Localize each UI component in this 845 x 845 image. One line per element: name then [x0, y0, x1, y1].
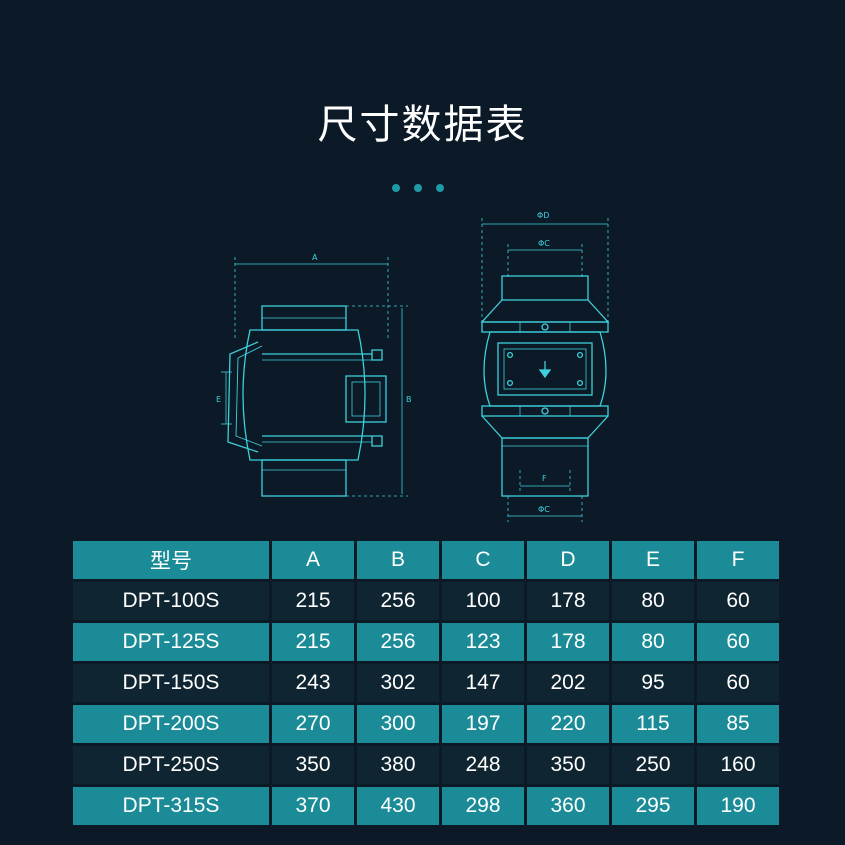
cell-f: 60 [697, 623, 779, 661]
page-title: 尺寸数据表 [317, 102, 528, 148]
cell-e: 295 [612, 787, 694, 825]
cell-d: 220 [527, 705, 609, 743]
cell-model: DPT-200S [73, 705, 269, 743]
dim-label-phi-d: ΦD [537, 211, 549, 220]
cell-model: DPT-150S [73, 664, 269, 702]
cell-b: 380 [357, 746, 439, 784]
cell-f: 85 [697, 705, 779, 743]
dim-label-phi-c-bottom: ΦC [538, 505, 550, 514]
cell-e: 80 [612, 582, 694, 620]
cell-b: 256 [357, 623, 439, 661]
cell-b: 430 [357, 787, 439, 825]
dot-icon [414, 184, 422, 192]
cell-e: 80 [612, 623, 694, 661]
cell-f: 60 [697, 582, 779, 620]
cell-model: DPT-315S [73, 787, 269, 825]
cell-a: 243 [272, 664, 354, 702]
table-row: DPT-150S 243 302 147 202 95 60 [73, 664, 779, 702]
cell-model: DPT-250S [73, 746, 269, 784]
cell-b: 300 [357, 705, 439, 743]
cell-model: DPT-125S [73, 623, 269, 661]
header-d: D [527, 541, 609, 579]
header-e: E [612, 541, 694, 579]
cell-b: 256 [357, 582, 439, 620]
dimension-table: 型号 A B C D E F DPT-100S 215 256 100 178 … [70, 538, 782, 828]
cell-c: 248 [442, 746, 524, 784]
header-model: 型号 [73, 541, 269, 579]
dim-label-f: F [542, 474, 547, 483]
cell-a: 350 [272, 746, 354, 784]
cell-a: 270 [272, 705, 354, 743]
cell-a: 215 [272, 582, 354, 620]
decorative-dots [392, 184, 458, 194]
cell-e: 250 [612, 746, 694, 784]
cell-e: 115 [612, 705, 694, 743]
dot-icon [436, 184, 444, 192]
front-view [480, 218, 610, 522]
header-f: F [697, 541, 779, 579]
table-row: DPT-100S 215 256 100 178 80 60 [73, 582, 779, 620]
header-c: C [442, 541, 524, 579]
cell-a: 215 [272, 623, 354, 661]
header-a: A [272, 541, 354, 579]
cell-c: 197 [442, 705, 524, 743]
cell-c: 123 [442, 623, 524, 661]
cell-d: 178 [527, 582, 609, 620]
cell-e: 95 [612, 664, 694, 702]
cell-b: 302 [357, 664, 439, 702]
table-row: DPT-125S 215 256 123 178 80 60 [73, 623, 779, 661]
cell-c: 298 [442, 787, 524, 825]
cell-a: 370 [272, 787, 354, 825]
dim-label-e: E [216, 395, 221, 404]
cell-model: DPT-100S [73, 582, 269, 620]
table-row: DPT-315S 370 430 298 360 295 190 [73, 787, 779, 825]
cell-d: 178 [527, 623, 609, 661]
header-b: B [357, 541, 439, 579]
dot-icon [392, 184, 400, 192]
cell-f: 160 [697, 746, 779, 784]
cell-d: 350 [527, 746, 609, 784]
dim-label-b: B [406, 395, 412, 404]
dim-label-a: A [312, 253, 318, 262]
dimension-drawing: A E B ΦD ΦC F ΦC [216, 211, 610, 522]
cell-d: 360 [527, 787, 609, 825]
cell-f: 190 [697, 787, 779, 825]
cell-f: 60 [697, 664, 779, 702]
cell-c: 147 [442, 664, 524, 702]
table-header-row: 型号 A B C D E F [73, 541, 779, 579]
side-view [221, 257, 408, 497]
table-row: DPT-200S 270 300 197 220 115 85 [73, 705, 779, 743]
table-row: DPT-250S 350 380 248 350 250 160 [73, 746, 779, 784]
cell-c: 100 [442, 582, 524, 620]
dim-label-phi-c-top: ΦC [538, 239, 550, 248]
cell-d: 202 [527, 664, 609, 702]
